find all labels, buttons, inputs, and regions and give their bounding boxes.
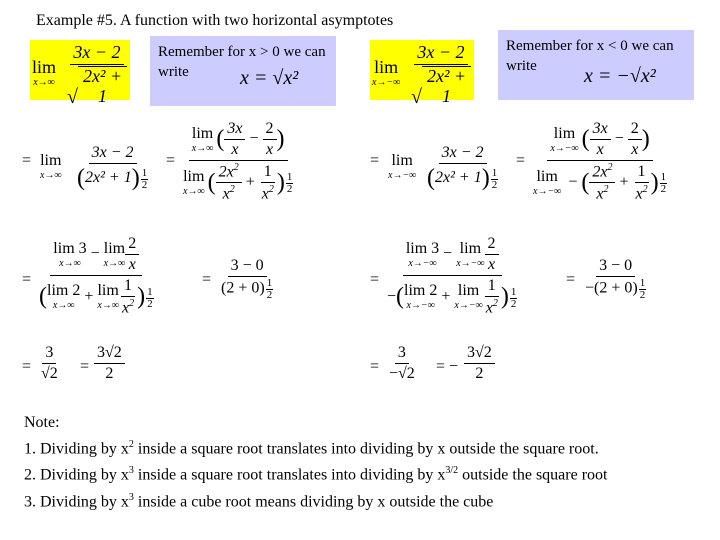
equals-sign: = (516, 152, 526, 169)
lim-text: lim (97, 282, 119, 300)
note-text: 3. Dividing by x (24, 492, 129, 510)
lim-subscript: x→−∞ (408, 257, 437, 269)
denominator: 2 (475, 365, 484, 382)
sqrt-identity: x = √x² (240, 67, 299, 89)
lim-text: lim (183, 167, 205, 185)
lim-text: lim (553, 124, 576, 142)
numerator: 3 (42, 344, 57, 364)
lim-text: lim (103, 239, 126, 257)
lim-subscript: x→−∞ (372, 77, 401, 88)
denominator-inner: 2x² + 1 (435, 169, 482, 187)
lim-subscript: x→∞ (103, 257, 126, 269)
note-text: inside a cube root means dividing by x o… (133, 492, 494, 510)
reminder-text: Remember for x > 0 we can write (158, 44, 326, 80)
lim-text: lim (191, 124, 214, 142)
note-text: 1. Dividing by x (24, 440, 129, 458)
notes-heading: Note: (24, 414, 60, 431)
lim-text: lim (459, 239, 482, 257)
page-title: Example #5. A function with two horizont… (36, 12, 394, 29)
sqrt-denominator: 2x² + 1 (77, 66, 127, 107)
numerator: 3x − 2 (438, 144, 487, 164)
minus-sign: − (90, 245, 100, 263)
minus-sign: − (249, 130, 259, 148)
equals-sign: = (202, 271, 212, 288)
note-superscript: 3 (128, 465, 134, 477)
denominator: −√2 (389, 365, 415, 382)
lim-subscript: x→∞ (97, 300, 119, 312)
equals-sign: = (166, 152, 176, 169)
note-line-3: 3. Dividing by x3 inside a cube root mea… (24, 487, 607, 513)
denominator-inner: 2x² + 1 (85, 169, 132, 187)
lim-text: lim (374, 57, 399, 77)
equals-sign: = (22, 271, 32, 288)
lim-subscript: x→−∞ (388, 170, 417, 181)
reminder-box-right: Remember for x < 0 we can write x = −√x² (498, 30, 694, 100)
lim-subscript: x→−∞ (406, 300, 435, 312)
numerator: 3x − 2 (88, 144, 137, 164)
sqrt-identity: x = −√x² (584, 65, 656, 87)
lim-text: lim (457, 282, 480, 300)
note-superscript: 3/2 (445, 465, 459, 477)
minus-sign: − (443, 245, 453, 263)
numerator: 3 (394, 344, 409, 364)
denominator: (2 + 0) (221, 279, 265, 297)
note-text: inside a square root translates into div… (133, 466, 446, 484)
lim-text: lim (391, 152, 413, 169)
equals-sign: = (22, 358, 32, 375)
equals-sign: = (566, 271, 576, 288)
equals-sign: = (370, 358, 380, 375)
equals-sign: = (80, 358, 90, 375)
numerator: 3√2 (94, 344, 125, 364)
equals-sign: = (370, 152, 380, 169)
minus-sign: − (387, 287, 397, 305)
lim-subscript: x→∞ (191, 142, 214, 154)
lim-subscript: x→∞ (33, 77, 55, 88)
note-text: 2. Dividing by x (24, 466, 129, 484)
note-superscript: 2 (128, 439, 134, 450)
numerator: 3 − 0 (227, 257, 267, 277)
note-line-1: 1. Dividing by x2 inside a square root t… (24, 434, 607, 460)
equals-sign: = (22, 152, 32, 169)
note-superscript: 3 (128, 491, 134, 503)
denominator: 2 (105, 365, 114, 382)
minus-sign: − (449, 358, 459, 375)
lim-subscript: x→∞ (59, 257, 81, 269)
minus-sign: − (568, 173, 578, 191)
lim-subscript: x→−∞ (454, 300, 483, 312)
numerator: 3x − 2 (70, 42, 124, 65)
numerator: 3√2 (464, 344, 495, 364)
reminder-box-left: Remember for x > 0 we can write x = √x² (150, 36, 336, 106)
sqrt-denominator: 2x² + 1 (421, 66, 471, 107)
note-line-2: 2. Dividing by x3 inside a square root t… (24, 460, 607, 486)
lim-text: lim (536, 167, 558, 185)
lim-subscript: x→∞ (52, 300, 75, 312)
denominator: −(2 + 0) (585, 279, 638, 297)
numerator: 3 − 0 (596, 257, 636, 277)
equals-sign: = (436, 358, 446, 375)
lim-subscript: x→−∞ (550, 142, 579, 154)
note-text: inside a square root translates into div… (133, 440, 599, 458)
lim-subscript: x→∞ (40, 170, 62, 181)
equals-sign: = (370, 271, 380, 288)
lim-text: lim (32, 57, 57, 77)
notes-section: Note: 1. Dividing by x2 inside a square … (24, 412, 607, 513)
lim-subscript: x→−∞ (533, 185, 562, 197)
denominator: √2 (41, 365, 58, 382)
minus-sign: − (614, 130, 624, 148)
lim-subscript: x→∞ (183, 185, 205, 197)
reminder-text: Remember for x < 0 we can write (506, 38, 674, 74)
lim-subscript: x→−∞ (456, 257, 485, 269)
lim-text: lim (40, 152, 62, 169)
note-text: outside the square root (458, 466, 608, 484)
numerator: 3x − 2 (414, 42, 468, 65)
